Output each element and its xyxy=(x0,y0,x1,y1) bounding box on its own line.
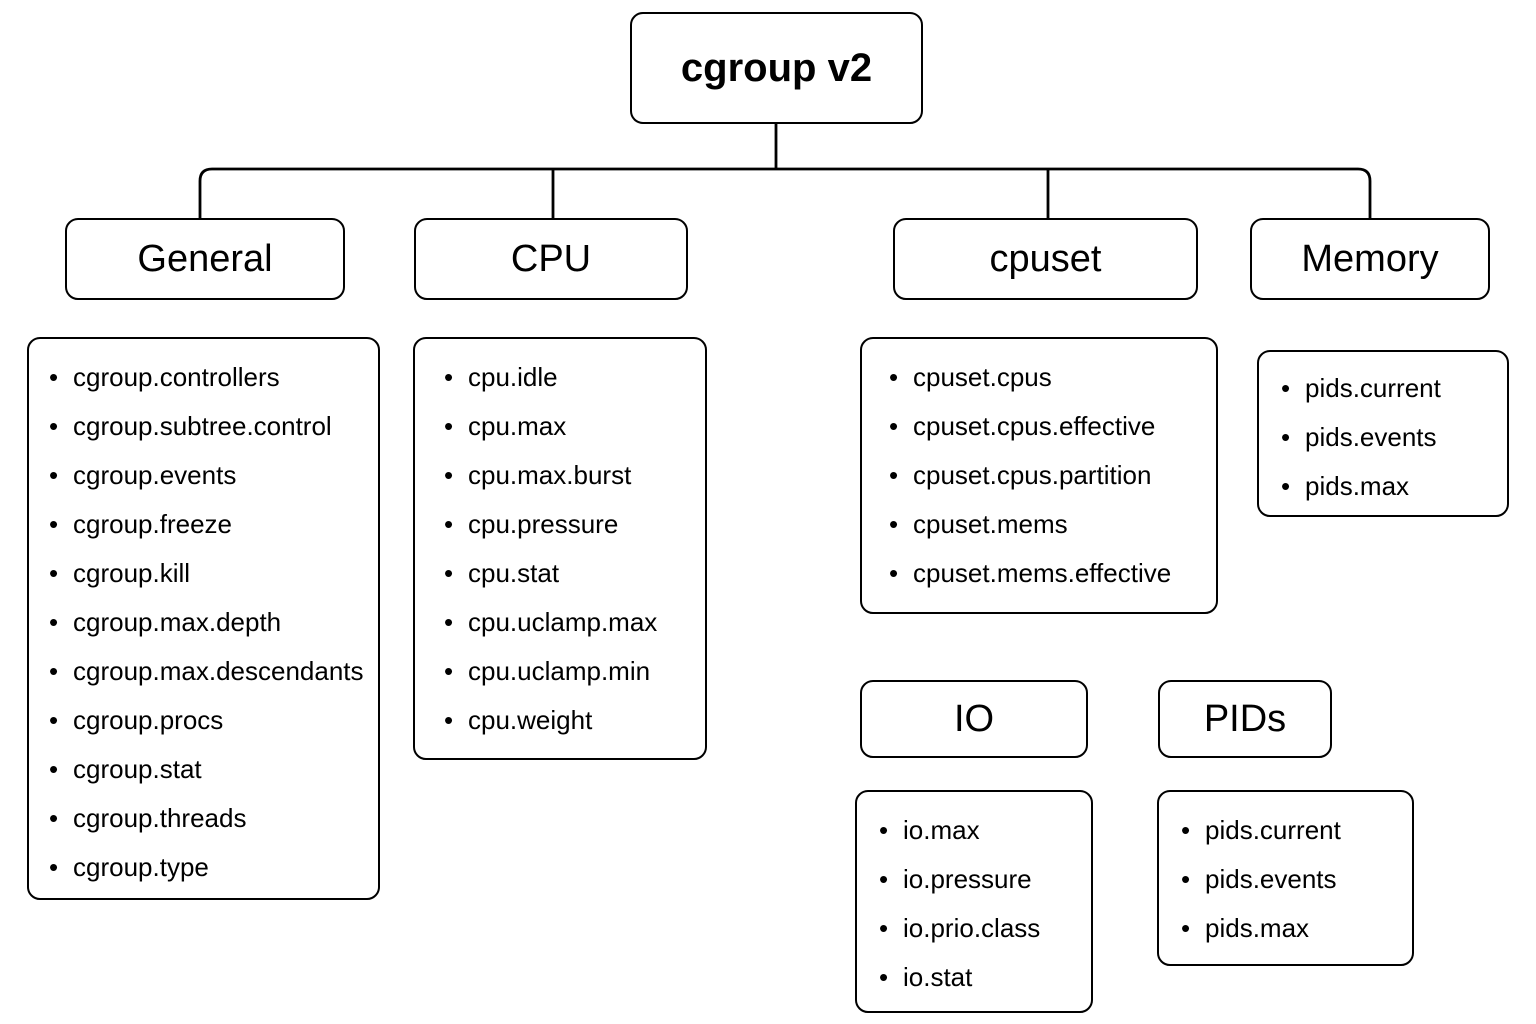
file-list-pids: pids.current pids.events pids.max xyxy=(1157,790,1414,966)
list-item: cgroup.procs xyxy=(49,696,364,745)
file-list: cpu.idle cpu.max cpu.max.burst cpu.press… xyxy=(442,353,657,745)
list-item: cgroup.subtree.control xyxy=(49,402,364,451)
file-list: cgroup.controllers cgroup.subtree.contro… xyxy=(47,353,364,892)
list-item: cgroup.freeze xyxy=(49,500,364,549)
list-item: cpu.uclamp.min xyxy=(444,647,657,696)
list-item: cpuset.cpus.effective xyxy=(889,402,1171,451)
list-item: cgroup.events xyxy=(49,451,364,500)
file-list-cpu: cpu.idle cpu.max cpu.max.burst cpu.press… xyxy=(413,337,707,760)
list-item: io.stat xyxy=(879,953,1040,1002)
category-node-label: PIDs xyxy=(1203,698,1287,740)
category-node-label: CPU xyxy=(510,238,592,280)
list-item: cpuset.mems xyxy=(889,500,1171,549)
list-item: cpu.pressure xyxy=(444,500,657,549)
list-item: cpu.idle xyxy=(444,353,657,402)
category-node-io[interactable]: IO xyxy=(860,680,1088,758)
list-item: cpuset.cpus.partition xyxy=(889,451,1171,500)
category-node-label: Memory xyxy=(1301,238,1439,280)
list-item: io.max xyxy=(879,806,1040,855)
file-list-general: cgroup.controllers cgroup.subtree.contro… xyxy=(27,337,380,900)
list-item: cpu.uclamp.max xyxy=(444,598,657,647)
list-item: cgroup.threads xyxy=(49,794,364,843)
file-list: io.max io.pressure io.prio.class io.stat xyxy=(877,806,1040,1002)
list-item: cgroup.max.depth xyxy=(49,598,364,647)
category-node-general[interactable]: General xyxy=(65,218,345,300)
list-item: cpu.weight xyxy=(444,696,657,745)
list-item: cpu.stat xyxy=(444,549,657,598)
file-list-cpuset: cpuset.cpus cpuset.cpus.effective cpuset… xyxy=(860,337,1218,614)
file-list: pids.current pids.events pids.max xyxy=(1279,364,1441,511)
list-item: io.prio.class xyxy=(879,904,1040,953)
list-item: cgroup.kill xyxy=(49,549,364,598)
list-item: pids.current xyxy=(1281,364,1441,413)
list-item: cpuset.cpus xyxy=(889,353,1171,402)
category-node-label: General xyxy=(137,238,273,280)
list-item: cpuset.mems.effective xyxy=(889,549,1171,598)
category-node-pids[interactable]: PIDs xyxy=(1158,680,1332,758)
list-item: cgroup.type xyxy=(49,843,364,892)
category-node-cpuset[interactable]: cpuset xyxy=(893,218,1198,300)
list-item: io.pressure xyxy=(879,855,1040,904)
list-item: cgroup.stat xyxy=(49,745,364,794)
file-list-memory: pids.current pids.events pids.max xyxy=(1257,350,1509,517)
category-node-label: cpuset xyxy=(989,238,1102,280)
list-item: cpu.max.burst xyxy=(444,451,657,500)
category-node-label: IO xyxy=(953,698,995,740)
file-list: cpuset.cpus cpuset.cpus.effective cpuset… xyxy=(887,353,1171,598)
list-item: cgroup.max.descendants xyxy=(49,647,363,696)
list-item: cgroup.controllers xyxy=(49,353,364,402)
category-node-memory[interactable]: Memory xyxy=(1250,218,1490,300)
file-list-io: io.max io.pressure io.prio.class io.stat xyxy=(855,790,1093,1013)
root-node-label: cgroup v2 xyxy=(680,46,873,90)
list-item: pids.current xyxy=(1181,806,1341,855)
file-list: pids.current pids.events pids.max xyxy=(1179,806,1341,953)
list-item: pids.max xyxy=(1281,462,1441,511)
root-node-cgroup-v2[interactable]: cgroup v2 xyxy=(630,12,923,124)
list-item: pids.max xyxy=(1181,904,1341,953)
list-item: cpu.max xyxy=(444,402,657,451)
list-item: pids.events xyxy=(1281,413,1441,462)
list-item: pids.events xyxy=(1181,855,1341,904)
category-node-cpu[interactable]: CPU xyxy=(414,218,688,300)
